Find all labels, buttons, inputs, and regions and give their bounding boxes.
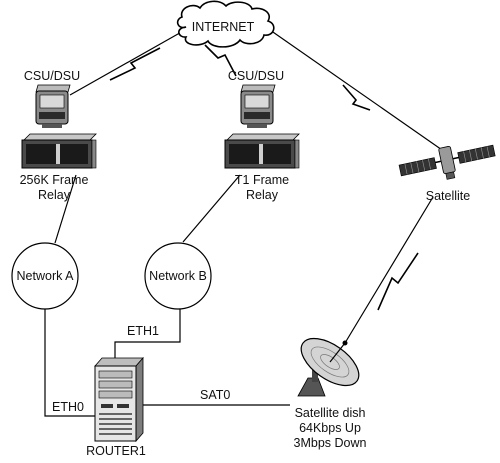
dish-label-line2: 64Kbps Up bbox=[299, 421, 361, 435]
satellite-dish-icon bbox=[297, 337, 360, 397]
router-tower-icon bbox=[94, 356, 144, 443]
csu-dsu-right-icon bbox=[240, 84, 276, 128]
frame-relay-right-icon bbox=[224, 133, 300, 169]
satellite-icon bbox=[398, 144, 496, 180]
router-label: ROUTER1 bbox=[86, 444, 146, 458]
eth0-label: ETH0 bbox=[52, 400, 84, 414]
serial-link-left bbox=[109, 47, 161, 81]
network-a-label: Network A bbox=[16, 269, 74, 283]
dish-label-line3: 3Mbps Down bbox=[293, 436, 367, 450]
frame-relay-left-icon bbox=[21, 133, 97, 169]
internet-to-csu-left-link bbox=[69, 29, 186, 96]
dish-label-line1: Satellite dish bbox=[294, 406, 366, 420]
frame-left-to-network-a-link bbox=[54, 174, 77, 244]
network-b-circle bbox=[144, 242, 212, 310]
internet-label: INTERNET bbox=[191, 20, 255, 34]
internet-to-satellite-link bbox=[269, 29, 446, 153]
serial-links bbox=[109, 44, 419, 311]
eth1-link bbox=[114, 293, 181, 360]
frame-relay-right-label-line2: Relay bbox=[246, 188, 278, 202]
frame-right-to-network-b-link bbox=[182, 174, 241, 243]
eth1-label: ETH1 bbox=[127, 324, 159, 338]
sat0-label: SAT0 bbox=[200, 388, 231, 402]
csu-dsu-left-icon bbox=[35, 84, 71, 128]
csu-dsu-right-label: CSU/DSU bbox=[227, 69, 285, 83]
csu-dsu-left-label: CSU/DSU bbox=[23, 69, 81, 83]
frame-relay-right-label-line1: T1 Frame bbox=[234, 173, 290, 187]
network-b-label: Network B bbox=[149, 269, 207, 283]
network-a-circle bbox=[11, 242, 79, 310]
frame-relay-left-label-line2: Relay bbox=[38, 188, 70, 202]
connection-lines bbox=[44, 29, 446, 417]
serial-link-dish bbox=[377, 252, 419, 311]
eth0-link bbox=[44, 292, 103, 417]
serial-link-right bbox=[204, 44, 237, 77]
satellite-label: Satellite bbox=[425, 189, 471, 203]
frame-relay-left-label-line1: 256K Frame bbox=[19, 173, 89, 187]
satellite-to-dish-link bbox=[344, 196, 434, 344]
internet-cloud-icon bbox=[176, 0, 275, 48]
serial-link-satellite bbox=[342, 84, 371, 111]
